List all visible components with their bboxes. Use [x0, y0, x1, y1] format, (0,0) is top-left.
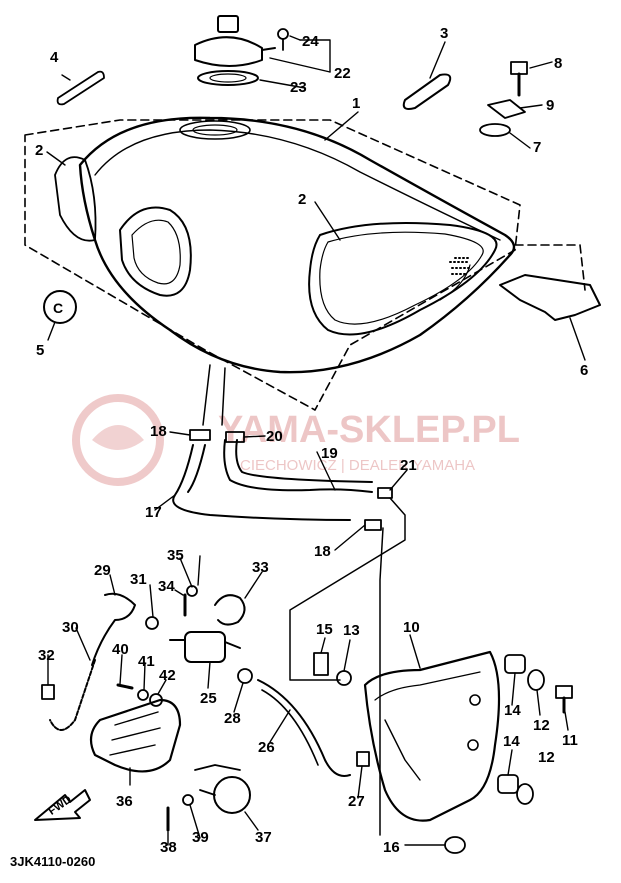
- fuel-hoses: [172, 439, 373, 521]
- callout-27: 27: [348, 793, 365, 810]
- hose-clamp-33: [214, 594, 246, 626]
- callout-6: 6: [580, 362, 588, 379]
- callout-18-lower: 18: [314, 543, 331, 560]
- callout-4: 4: [50, 49, 59, 66]
- nut-13: [336, 670, 352, 686]
- callout-34: 34: [158, 578, 175, 595]
- callout-32: 32: [38, 647, 55, 664]
- callout-2-right: 2: [298, 191, 306, 208]
- damper-strip: [56, 70, 105, 106]
- callout-36: 36: [116, 793, 133, 810]
- drawing-code: 3JK4110-0260: [10, 854, 95, 869]
- callout-18-top: 18: [150, 423, 167, 440]
- callout-11: 11: [562, 732, 578, 749]
- callout-40: 40: [112, 641, 129, 658]
- grommet-7: [479, 123, 511, 137]
- fuel-pump-36: [89, 698, 182, 773]
- callout-30: 30: [62, 619, 79, 636]
- washer-41: [137, 689, 149, 701]
- callout-21: 21: [400, 457, 417, 474]
- forward-direction-arrow: [34, 789, 91, 821]
- clip-31: [145, 616, 159, 630]
- callout-25: 25: [200, 690, 217, 707]
- washer-9: [487, 99, 526, 119]
- emblem-plate: [402, 73, 452, 110]
- callout-15: 15: [316, 621, 333, 638]
- callout-8: 8: [554, 55, 562, 72]
- clip-28: [237, 668, 253, 684]
- fuel-cap-assembly: [194, 15, 289, 86]
- watermark-subtitle: CIECHOWICZ | DEALER YAMAHA: [240, 457, 475, 474]
- callout-17: 17: [145, 504, 162, 521]
- damper-14-upper: [504, 654, 526, 674]
- hose-30: [49, 659, 96, 731]
- fuel-hose-26: [257, 679, 351, 777]
- hose-clamp-21: [377, 487, 393, 499]
- hose-clamp-18-top: [189, 429, 211, 441]
- callout-3: 3: [440, 25, 448, 42]
- hose-clamp-18-lower: [364, 519, 382, 531]
- svg-text:C: C: [53, 300, 63, 316]
- callout-7: 7: [533, 139, 541, 156]
- hose-29: [91, 592, 136, 666]
- callout-14-lower: 14: [503, 733, 520, 750]
- callout-13: 13: [343, 622, 360, 639]
- callout-35: 35: [167, 547, 184, 564]
- damper-14-lower: [497, 774, 519, 794]
- callout-26: 26: [258, 739, 275, 756]
- callout-28: 28: [224, 710, 241, 727]
- callout-14-upper: 14: [504, 702, 521, 719]
- collar-15: [313, 652, 329, 676]
- callout-41: 41: [138, 653, 155, 670]
- callout-numbers: 1 2 2 3 4 5 6 7 8 9 10 11 12 12 13 14 14…: [35, 25, 588, 856]
- callout-1: 1: [352, 95, 360, 112]
- callout-20: 20: [266, 428, 283, 445]
- callout-38: 38: [160, 839, 177, 856]
- watermark: YAMA-SKLEP.PL CIECHOWICZ | DEALER YAMAHA: [72, 394, 520, 486]
- grommet-cap: C: [43, 290, 77, 324]
- washer-12-upper: [527, 669, 545, 691]
- callout-16: 16: [383, 839, 400, 856]
- callout-29: 29: [94, 562, 111, 579]
- callout-9: 9: [546, 97, 554, 114]
- callout-10: 10: [403, 619, 420, 636]
- callout-19: 19: [321, 445, 338, 462]
- callout-37: 37: [255, 829, 272, 846]
- bolt-40: [116, 683, 134, 690]
- watermark-title: YAMA-SKLEP.PL: [218, 409, 520, 451]
- washer-39: [182, 794, 194, 806]
- callout-24: 24: [302, 33, 319, 50]
- bolt-8: [510, 61, 528, 97]
- fwd-label: FWD: [46, 794, 73, 818]
- callout-5: 5: [36, 342, 44, 359]
- callout-33: 33: [252, 559, 269, 576]
- callout-12-upper: 12: [533, 717, 550, 734]
- damper-16: [444, 836, 466, 854]
- fuel-cock-bracket: [363, 650, 501, 822]
- tank-emblem-left: [54, 156, 97, 242]
- rear-bracket: [499, 274, 601, 321]
- callout-42: 42: [159, 667, 176, 684]
- callout-23: 23: [290, 79, 307, 96]
- callout-39: 39: [192, 829, 209, 846]
- hose-clamp-27: [356, 751, 370, 767]
- clip-32: [41, 684, 55, 700]
- callout-2-left: 2: [35, 142, 43, 159]
- callout-leader-lines: [46, 35, 586, 846]
- tank-assembly-dashed-outline: [24, 119, 586, 411]
- washer-12-lower: [516, 783, 534, 805]
- callout-22: 22: [334, 65, 351, 82]
- bolt-11: [555, 685, 573, 714]
- callout-31: 31: [130, 571, 147, 588]
- relay-37: [194, 764, 251, 814]
- fuel-filter-25: [169, 631, 241, 663]
- callout-12-lower: 12: [538, 749, 555, 766]
- fuel-tank: [78, 116, 516, 374]
- connection-leader-lines: [202, 364, 406, 836]
